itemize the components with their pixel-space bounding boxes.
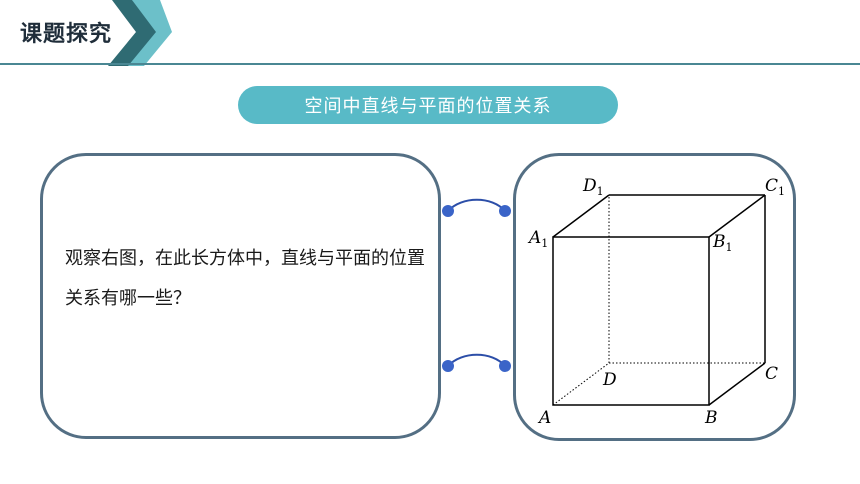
label-d: D	[602, 370, 617, 390]
connector-top	[447, 198, 506, 212]
label-b: B	[704, 408, 718, 428]
page-title: 课题探究	[20, 22, 113, 47]
connector-bottom	[447, 353, 506, 367]
question-text: 观察右图，在此长方体中，直线与平面的位置关系有哪一些？	[65, 248, 425, 309]
label-a: A	[537, 408, 551, 428]
question-card: 观察右图，在此长方体中，直线与平面的位置关系有哪一些？	[40, 153, 441, 439]
connector-top-left-dot	[442, 205, 454, 217]
edge-a1d1	[552, 194, 610, 238]
edge-b1c1	[708, 194, 766, 238]
header-arrow-light	[116, 0, 172, 66]
label-c: C	[765, 364, 778, 384]
hidden-edge-ad	[552, 362, 610, 406]
header-bar	[0, 0, 860, 66]
label-c1: C1	[765, 176, 785, 198]
figure-card	[513, 153, 796, 441]
connector-bottom-right-dot	[499, 360, 511, 372]
topic-pill-text: 空间中直线与平面的位置关系	[304, 96, 552, 117]
cuboid-figure: D1 C1 A1 B1 D C A B	[527, 176, 785, 428]
topic-pill: 空间中直线与平面的位置关系	[238, 86, 618, 124]
label-d1: D1	[582, 176, 604, 198]
label-a1: A1	[527, 228, 548, 250]
header-arrow-dark	[0, 0, 144, 66]
connector-bottom-left-dot	[442, 360, 454, 372]
connector-top-right-dot	[499, 205, 511, 217]
edge-bc	[708, 362, 766, 406]
label-b1: B1	[712, 232, 733, 254]
header-chevron	[108, 0, 156, 66]
front-face	[552, 236, 710, 406]
